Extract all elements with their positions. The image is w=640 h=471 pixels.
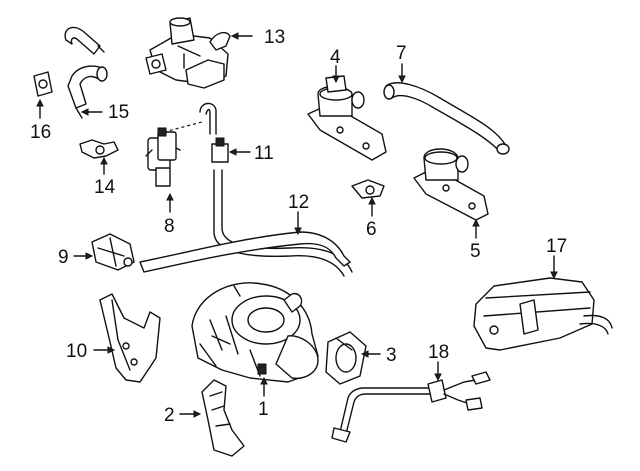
callout-12: 12	[288, 192, 309, 213]
callout-8: 8	[164, 216, 175, 237]
callout-17: 17	[546, 236, 567, 257]
callout-labels: 13 4 7 15 16 14 8 11 12 6 5 9 17 10 3 18…	[30, 27, 567, 426]
callout-13: 13	[264, 27, 285, 48]
part-6-gasket	[351, 179, 385, 199]
part-16-grommet	[33, 71, 53, 97]
part-11-connector	[211, 137, 353, 277]
part-13-valve	[145, 17, 231, 89]
callout-15: 15	[108, 102, 129, 123]
callout-2: 2	[164, 405, 175, 426]
part-18-sensor	[331, 371, 491, 443]
part-4-valve	[307, 75, 387, 161]
part-15-hose	[64, 26, 108, 119]
callout-3: 3	[386, 345, 397, 366]
callout-1: 1	[258, 399, 269, 420]
callout-7: 7	[396, 43, 407, 64]
part-17-canister	[473, 277, 613, 351]
callout-16: 16	[30, 122, 51, 143]
callout-4: 4	[330, 47, 341, 68]
part-1-air-pump	[191, 282, 319, 383]
part-14-gasket	[79, 139, 119, 159]
callout-11: 11	[254, 143, 274, 164]
part-8-solenoid	[145, 102, 217, 187]
callout-18: 18	[428, 342, 449, 363]
part-7-tube	[383, 82, 510, 155]
part-9-sensor	[91, 233, 135, 271]
leader-lines	[36, 32, 558, 418]
part-5-valve	[413, 148, 489, 221]
part-3-insulator	[325, 331, 367, 385]
callout-6: 6	[366, 219, 377, 240]
part-10-bracket	[99, 293, 161, 383]
callout-10: 10	[66, 341, 87, 362]
callout-9: 9	[58, 247, 69, 268]
callout-14: 14	[94, 177, 116, 198]
callout-5: 5	[470, 241, 481, 262]
part-2-bracket	[201, 379, 245, 457]
part-12-hose	[139, 231, 351, 273]
